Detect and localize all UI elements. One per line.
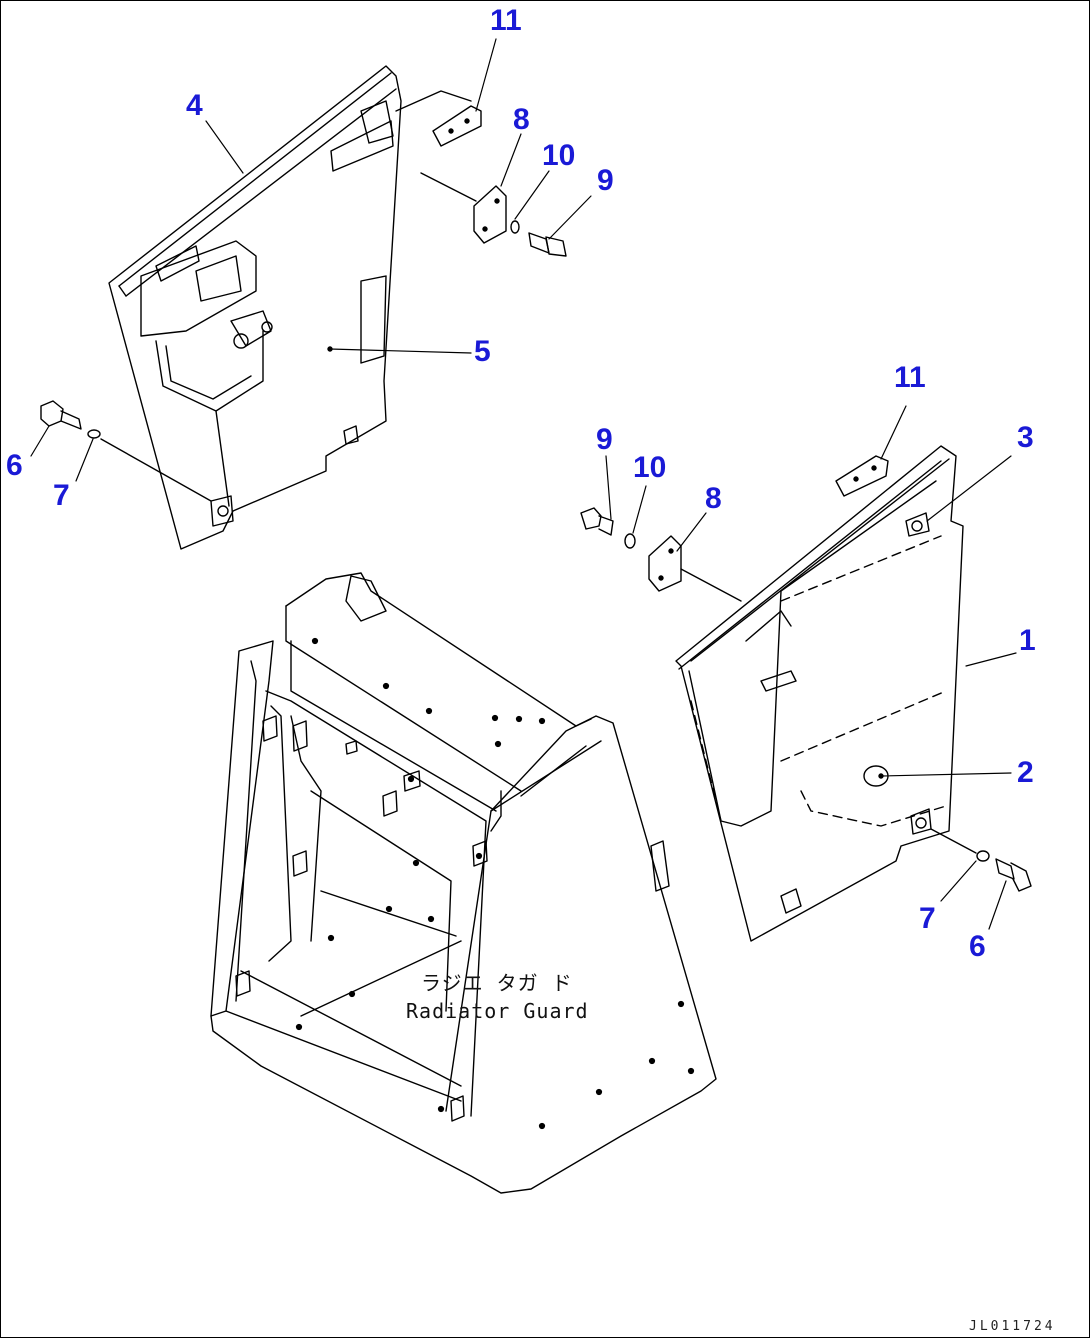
callout-7-left: 7 <box>53 479 70 512</box>
left-side-cover-assembly <box>108 65 402 550</box>
callout-7-right: 7 <box>919 902 936 935</box>
hinge-bracket-right <box>835 455 889 497</box>
callout-8-right: 8 <box>705 482 722 515</box>
callout-4: 4 <box>186 89 203 122</box>
callout-6-left: 6 <box>6 449 23 482</box>
plate-washer-bolt-right <box>580 507 742 602</box>
callout-11-right: 11 <box>894 361 926 394</box>
leader-lines <box>30 38 1017 930</box>
radiator-guard-label-jp: ラジエ タガ ド <box>421 971 573 995</box>
callout-6-right: 6 <box>969 930 986 963</box>
callout-5: 5 <box>474 335 491 368</box>
drawing-code: JL011724 <box>969 1319 1056 1334</box>
callout-11-upper: 11 <box>490 4 522 37</box>
callout-2: 2 <box>1017 756 1034 789</box>
callout-10-right: 10 <box>633 451 667 484</box>
radiator-guard-label-en: Radiator Guard <box>406 999 589 1023</box>
callout-8-upper: 8 <box>513 103 530 136</box>
plate-washer-bolt-upper <box>420 172 567 257</box>
callout-9-right: 9 <box>596 423 613 456</box>
callout-1: 1 <box>1019 624 1036 657</box>
right-side-cover-assembly <box>675 445 964 942</box>
bolt-washer-left <box>40 400 212 502</box>
radiator-guard-frame <box>210 572 717 1194</box>
callout-10-upper: 10 <box>542 139 576 172</box>
bolt-washer-right <box>930 828 1032 892</box>
callout-9-upper: 9 <box>597 164 614 197</box>
hinge-bracket-left <box>395 90 482 147</box>
callout-3: 3 <box>1017 421 1034 454</box>
